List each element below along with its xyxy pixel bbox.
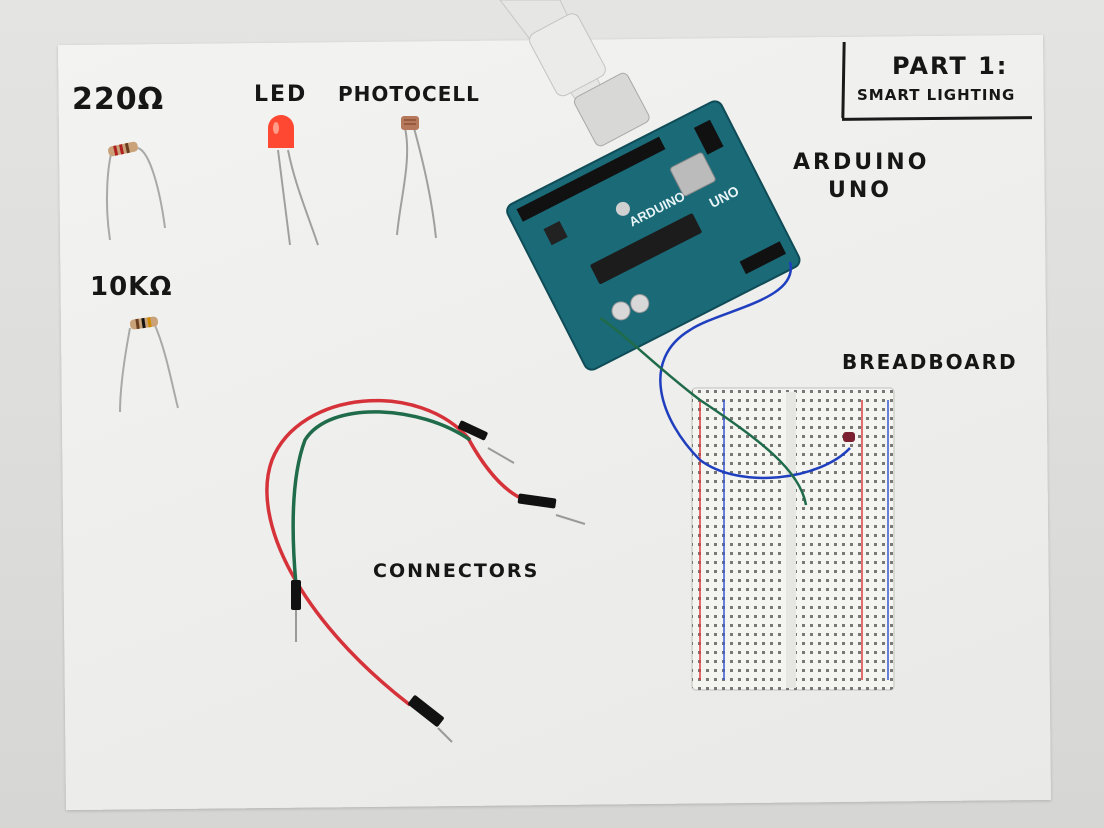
breadboard-icon [691, 387, 895, 691]
title-line-1: PART 1: [892, 52, 1009, 80]
label-breadboard: BREADBOARD [842, 350, 1018, 374]
resistor-10k-icon [119, 316, 179, 413]
green-jumper-wire [599, 316, 808, 506]
title-line-2: SMART LIGHTING [857, 86, 1016, 104]
label-uno: UNO [828, 178, 892, 203]
resistor-220-icon [105, 141, 166, 241]
label-led: LED [254, 82, 308, 107]
photocell-icon [396, 116, 437, 239]
label-10k-ohm: 10KΩ [90, 272, 173, 302]
led-icon [268, 115, 319, 246]
label-arduino: ARDUINO [793, 150, 930, 175]
label-connectors: CONNECTORS [373, 560, 540, 582]
blue-jumper-wire [659, 261, 851, 480]
label-220-ohm: 220Ω [72, 82, 165, 117]
jumper-wire-icon [265, 399, 586, 743]
usb-cable [499, 0, 650, 147]
label-photocell: PHOTOCELL [338, 82, 480, 106]
arduino-board-icon: ARDUINO UNO [506, 100, 801, 371]
